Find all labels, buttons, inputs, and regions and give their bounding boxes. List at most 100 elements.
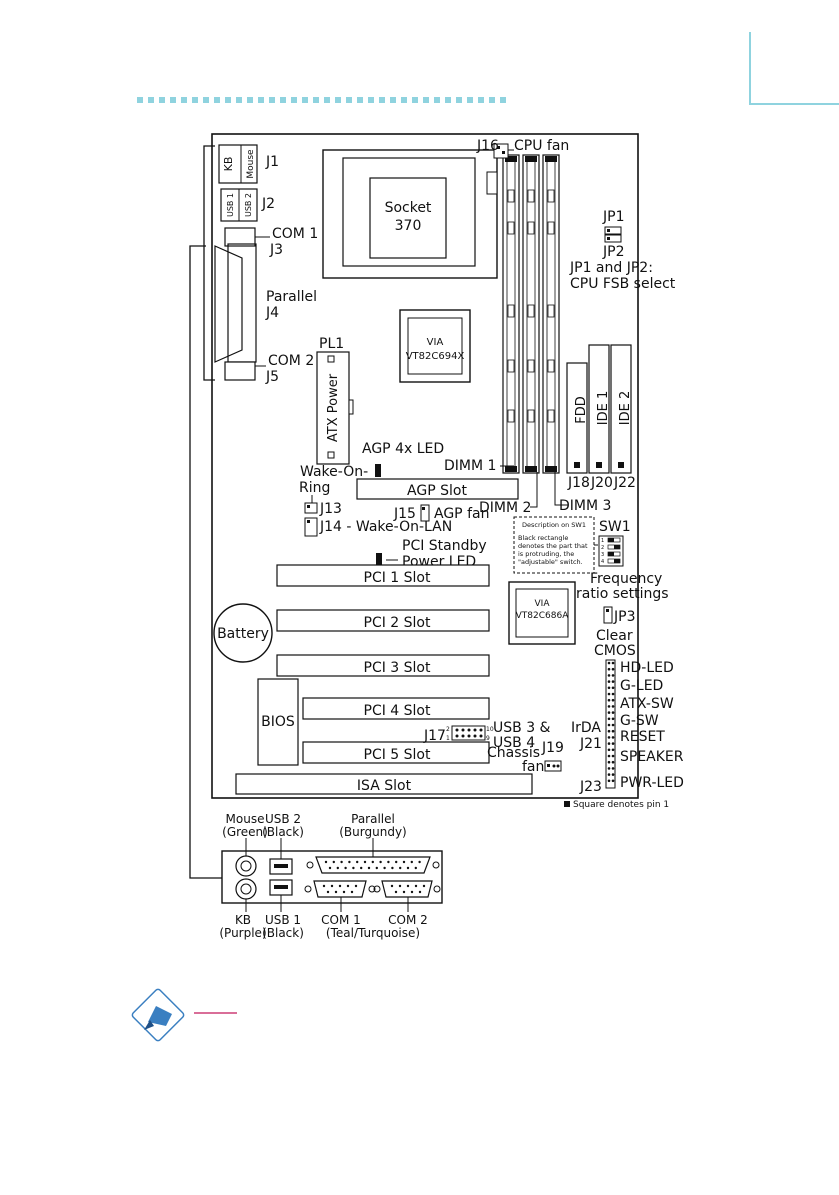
irda-label: IrDA xyxy=(571,720,601,736)
sw1-switch-positions xyxy=(607,537,621,564)
kb-port xyxy=(235,878,257,900)
j17-label: J17 xyxy=(423,728,446,744)
com1-connector xyxy=(224,227,256,247)
parallel-pin xyxy=(332,860,335,864)
parallel-pin xyxy=(395,860,398,864)
j13-header xyxy=(304,502,318,514)
j13-label: J13 xyxy=(319,501,342,517)
chassis-line1: Chassis xyxy=(487,745,540,761)
com2-pin xyxy=(410,890,414,894)
front-panel-pin xyxy=(607,760,611,764)
pci-standby-led xyxy=(376,553,382,565)
j23-label: J23 xyxy=(579,779,602,795)
sw1-label: SW1 xyxy=(599,519,631,535)
parallel-pin xyxy=(352,866,355,870)
dimm-slot-3 xyxy=(542,154,560,474)
frequency-line1: Frequency xyxy=(590,571,662,587)
dimm-slots xyxy=(502,154,560,474)
isa-slot xyxy=(235,773,533,795)
com1-pin xyxy=(346,884,350,888)
com1-port xyxy=(313,880,367,898)
header-dot xyxy=(291,97,297,103)
dimm-slot-key xyxy=(547,359,555,373)
header-dot xyxy=(357,97,363,103)
pci1-label: PCI 1 Slot xyxy=(364,570,431,586)
com2-pin xyxy=(394,890,398,894)
kb-mouse-connector: KB Mouse xyxy=(218,144,258,184)
header-dot-rule xyxy=(137,97,506,103)
ide1-label: IDE 1 xyxy=(596,391,611,425)
header-dot xyxy=(170,97,176,103)
j17-pins xyxy=(455,728,483,738)
pci-standby-line1: PCI Standby xyxy=(402,538,487,554)
j17-pin xyxy=(479,728,483,732)
front-panel-pin xyxy=(607,692,611,696)
header-dot xyxy=(324,97,330,103)
rear-bracket-top xyxy=(203,145,215,381)
sw1-number: 3 xyxy=(601,552,604,558)
wake-on-ring-line2: Ring xyxy=(299,480,330,496)
j17-pin xyxy=(473,728,477,732)
front-panel-pin xyxy=(607,674,611,677)
j17-pin-number: 9 xyxy=(486,735,490,742)
dimm-slot-key xyxy=(527,189,535,203)
com2-connector xyxy=(224,361,256,381)
front-panel-pin xyxy=(611,698,615,702)
pci-slots: PCI 1 Slot PCI 2 Slot PCI 3 Slot PCI 4 S… xyxy=(276,564,490,764)
ide2-connector: IDE 2 xyxy=(610,344,633,474)
parallel-pin xyxy=(367,866,371,870)
description-line: denotes the part that xyxy=(518,542,588,550)
pwr-led-label: PWR-LED xyxy=(620,775,684,791)
header-dot xyxy=(489,97,495,103)
usb34-line2: USB 4 xyxy=(493,735,535,751)
socket-line1: Socket xyxy=(385,200,432,216)
dimm-slot-key xyxy=(507,189,515,203)
header-dot xyxy=(368,97,374,103)
header-dot xyxy=(434,97,440,103)
southbridge-line1: VIA xyxy=(535,599,551,609)
front-panel-pin xyxy=(607,698,611,702)
dimm-latch xyxy=(505,466,517,472)
front-panel-pin xyxy=(611,667,615,671)
parallel-pin xyxy=(328,866,332,870)
front-panel-pin xyxy=(607,779,611,783)
sw1-number: 1 xyxy=(601,538,604,544)
front-panel-pin xyxy=(611,686,615,690)
southbridge-line2: VT82C686A xyxy=(516,611,570,621)
j18-label: J18 xyxy=(567,475,590,491)
com2-pin xyxy=(414,884,418,888)
rear-parallel-label: Parallel xyxy=(351,812,395,826)
front-panel-pin xyxy=(611,754,615,758)
j19-pin1 xyxy=(547,764,550,767)
front-panel-pin xyxy=(607,711,611,714)
clear-label: Clear xyxy=(596,628,633,644)
front-panel-pin xyxy=(611,680,615,683)
dimm-latch xyxy=(545,156,557,162)
front-panel-pin xyxy=(611,723,615,727)
mouse-port xyxy=(235,855,257,877)
pci3-label: PCI 3 Slot xyxy=(364,660,431,676)
header-dot xyxy=(467,97,473,103)
parallel-label: Parallel xyxy=(266,289,317,305)
j13-pin1 xyxy=(307,505,310,508)
dimm-latch xyxy=(525,466,537,472)
com2-label: COM 2 xyxy=(268,353,314,369)
j5-label: J5 xyxy=(265,369,279,385)
header-dot xyxy=(192,97,198,103)
front-panel-pin xyxy=(611,674,615,677)
parallel-pin xyxy=(348,860,351,864)
rear-panel-connector-line xyxy=(189,245,222,879)
j17-pin xyxy=(455,734,459,738)
g-sw-label: G-SW xyxy=(620,713,659,729)
front-panel-header xyxy=(605,659,616,789)
parallel-pin xyxy=(336,866,339,870)
dimm-slot-key xyxy=(527,359,535,373)
front-panel-pin xyxy=(607,773,611,776)
header-dot xyxy=(225,97,231,103)
com1-port-screw xyxy=(304,885,312,893)
parallel-port-screw xyxy=(432,861,440,869)
chassis-line2: fan xyxy=(522,759,544,775)
usb34-line1: USB 3 & xyxy=(493,720,551,736)
